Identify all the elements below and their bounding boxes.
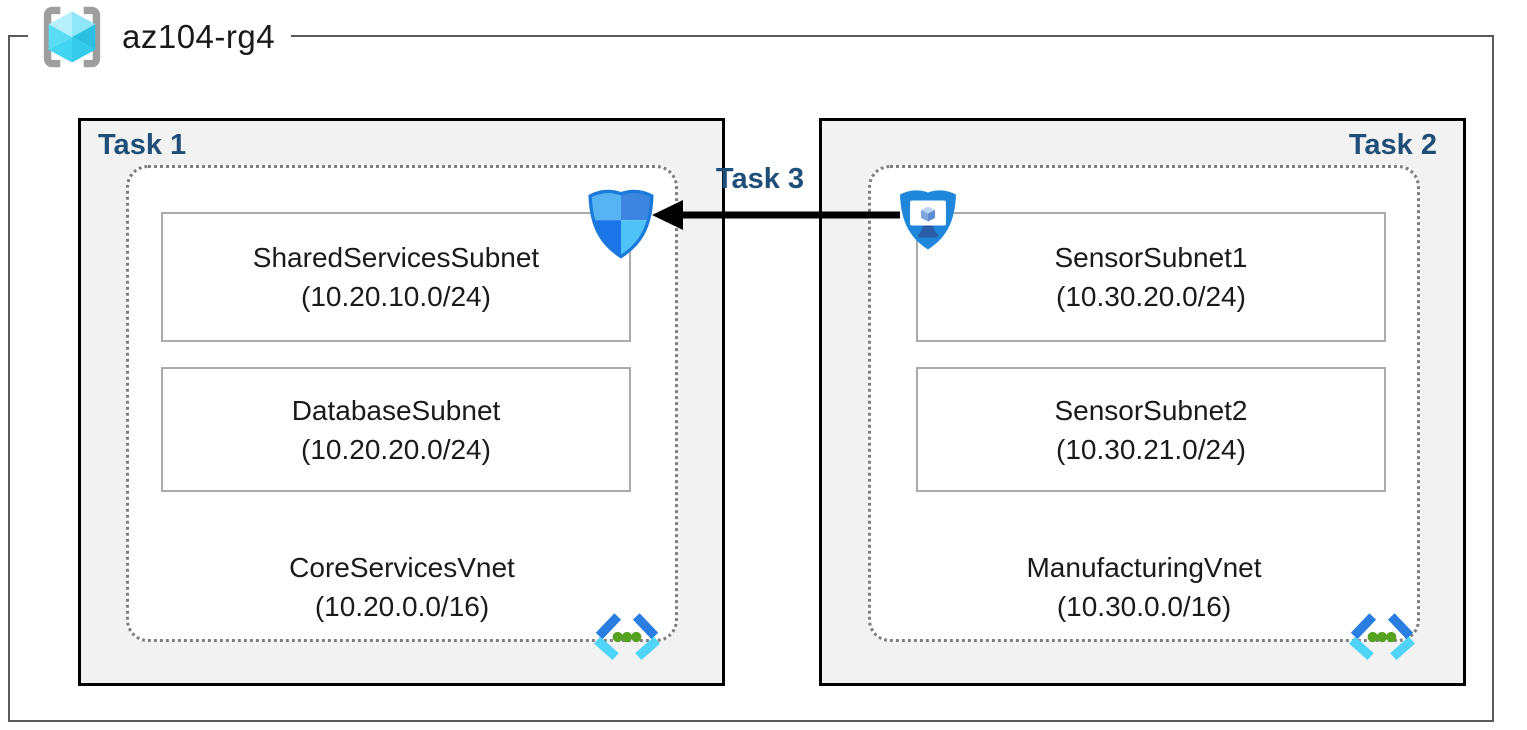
vnet-cidr: (10.20.0.0/16) (314, 591, 490, 622)
shared-services-subnet-box: SharedServicesSubnet (10.20.10.0/24) (161, 212, 631, 342)
manufacturing-vnet-box: SensorSubnet1 (10.30.20.0/24) SensorSubn… (868, 165, 1420, 660)
core-services-vnet-label: CoreServicesVnet (10.20.0.0/16) (129, 548, 675, 626)
task3-arrow (652, 200, 900, 230)
vnet-name: ManufacturingVnet (1026, 552, 1262, 583)
subnet-name: SharedServicesSubnet (252, 242, 540, 273)
core-services-vnet-box: SharedServicesSubnet (10.20.10.0/24) Dat… (126, 165, 678, 660)
subnet-name: SensorSubnet1 (1054, 242, 1248, 273)
subnet-cidr: (10.30.20.0/24) (1056, 281, 1246, 312)
sensor-subnet2-box: SensorSubnet2 (10.30.21.0/24) (916, 367, 1386, 492)
virtual-network-icon (1349, 613, 1415, 660)
vnet-name: CoreServicesVnet (289, 552, 515, 583)
resource-group-header: az104-rg4 (28, 1, 292, 73)
subnet-cidr: (10.20.20.0/24) (301, 433, 491, 465)
task3-label: Task 3 (715, 163, 805, 195)
manufacturing-vnet-label: ManufacturingVnet (10.30.0.0/16) (871, 548, 1417, 626)
task2-label: Task 2 (1348, 129, 1437, 161)
task2-box: Task 2 SensorSubnet1 (10.30.20.0/24) Sen… (819, 118, 1466, 686)
network-security-shield-icon (588, 189, 654, 259)
defender-monitor-shield-icon (900, 190, 956, 250)
subnet-cidr: (10.30.21.0/24) (1056, 433, 1246, 465)
subnet-name: DatabaseSubnet (291, 394, 501, 426)
subnet-name: SensorSubnet2 (1054, 394, 1248, 426)
database-subnet-box: DatabaseSubnet (10.20.20.0/24) (161, 367, 631, 492)
vnet-cidr: (10.30.0.0/16) (1056, 591, 1232, 622)
subnet-cidr: (10.20.10.0/24) (301, 281, 491, 312)
resource-group-icon (43, 6, 101, 68)
resource-group-name: az104-rg4 (122, 18, 276, 55)
task1-label: Task 1 (98, 129, 187, 161)
virtual-network-icon (594, 613, 660, 660)
sensor-subnet1-box: SensorSubnet1 (10.30.20.0/24) (916, 212, 1386, 342)
